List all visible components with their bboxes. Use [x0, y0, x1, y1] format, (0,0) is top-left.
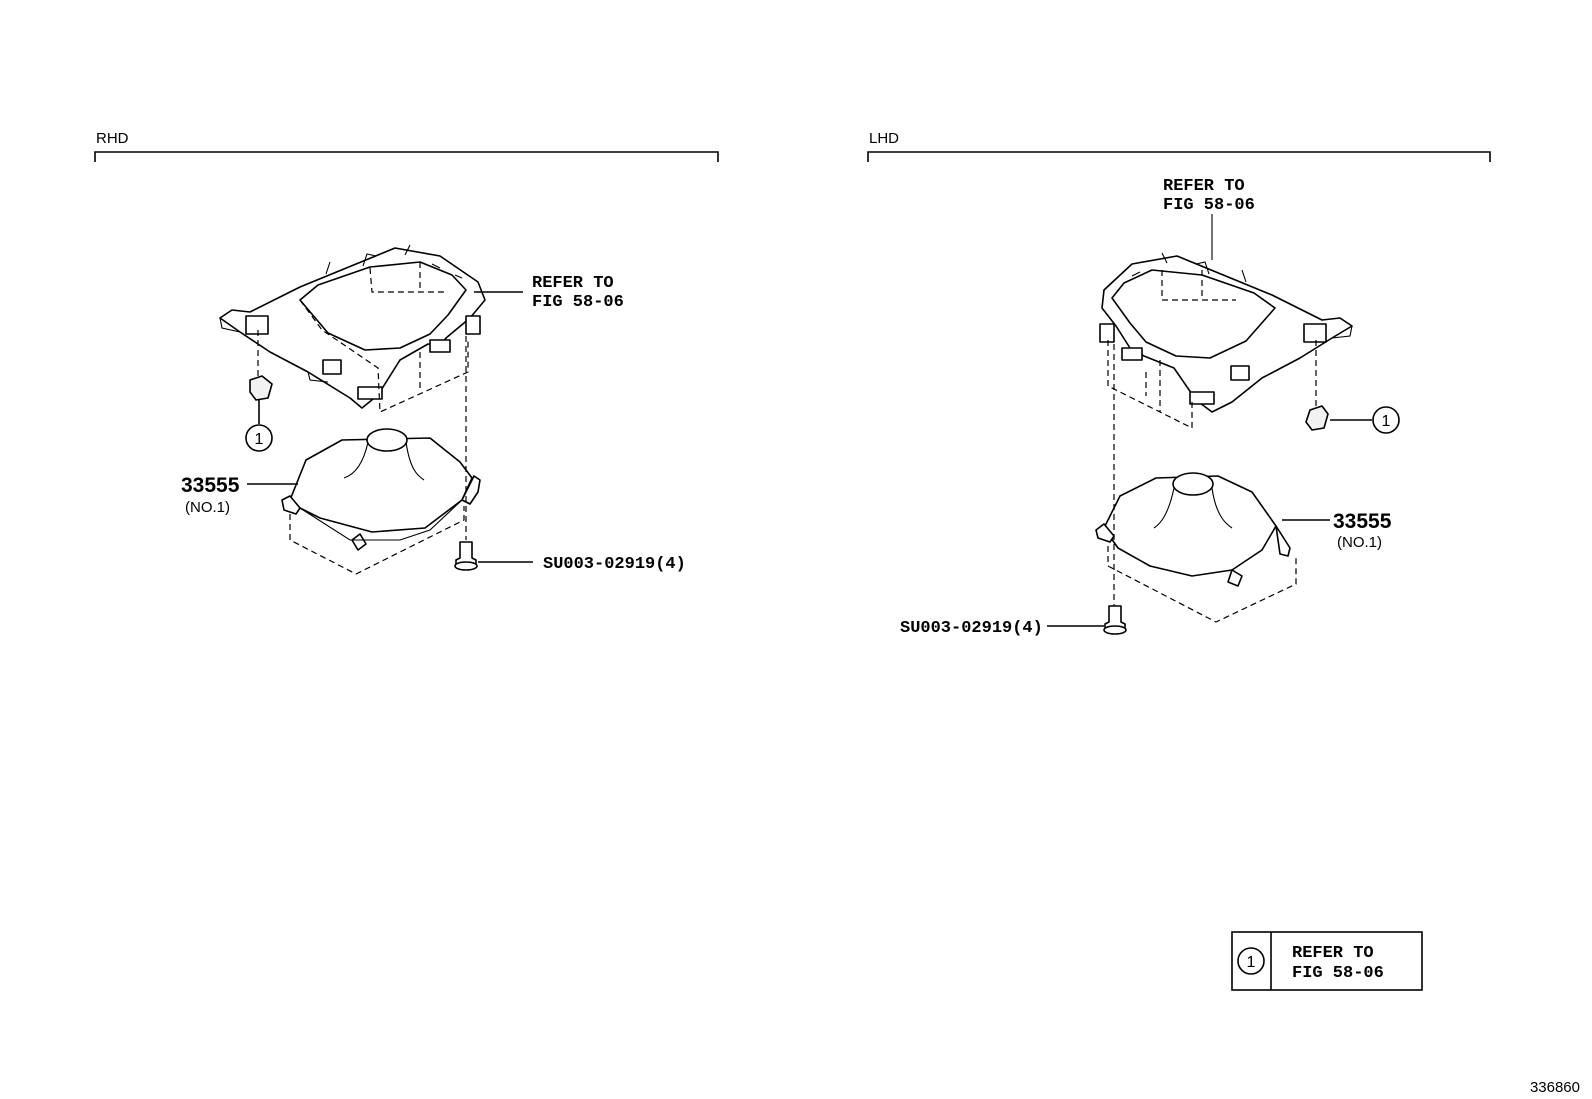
lhd-refer-line2: FIG 58-06	[1163, 196, 1255, 215]
lhd-part-number: 33555	[1333, 510, 1392, 533]
rhd-shift-boot	[281, 428, 481, 551]
rhd-screw-code: SU003-02919(4)	[543, 555, 686, 574]
lhd-refer-line1: REFER TO	[1163, 177, 1245, 196]
lhd-screw-code: SU003-02919(4)	[900, 619, 1043, 638]
rhd-clip: 1	[245, 330, 273, 452]
legend-box: 1 REFER TO FIG 58-06	[1231, 931, 1423, 991]
rhd-refer-line2: FIG 58-06	[532, 293, 624, 312]
rhd-screw	[454, 541, 478, 571]
rhd-clip-ref-circle	[245, 424, 273, 452]
rhd-section-bracket	[94, 151, 719, 162]
lhd-clip: 1	[1305, 340, 1400, 434]
rhd-section-label: RHD	[96, 130, 129, 147]
lhd-shift-bezel	[1099, 252, 1353, 413]
lhd-part-sub: (NO.1)	[1337, 534, 1382, 551]
lhd-boot-footprint	[1107, 546, 1297, 623]
rhd-refer-line1: REFER TO	[532, 274, 614, 293]
lhd-section-label: LHD	[869, 130, 899, 147]
rhd-boot-footprint	[289, 506, 465, 575]
lhd-bezel-footprint	[1107, 340, 1193, 429]
rhd-shift-bezel	[219, 244, 486, 409]
legend-line1: REFER TO	[1292, 944, 1374, 963]
rhd-bezel-footprint	[299, 299, 469, 413]
lhd-screw	[1103, 605, 1127, 635]
legend-line2: FIG 58-06	[1292, 964, 1384, 983]
lhd-clip-ref-circle	[1372, 406, 1400, 434]
rhd-section: RHD 1	[94, 130, 719, 575]
lhd-clip-ref: 1	[1382, 413, 1391, 430]
lhd-section-bracket	[867, 151, 1491, 162]
lhd-shift-boot	[1095, 472, 1291, 587]
rhd-clip-ref: 1	[255, 431, 264, 448]
rhd-part-number: 33555	[181, 474, 240, 497]
figure-number: 336860	[1530, 1079, 1580, 1096]
legend-ref-circle	[1237, 947, 1265, 975]
lhd-section: LHD REFER TO FIG 58-06 1	[867, 130, 1491, 638]
legend-ref: 1	[1247, 954, 1256, 971]
rhd-part-sub: (NO.1)	[185, 499, 230, 516]
